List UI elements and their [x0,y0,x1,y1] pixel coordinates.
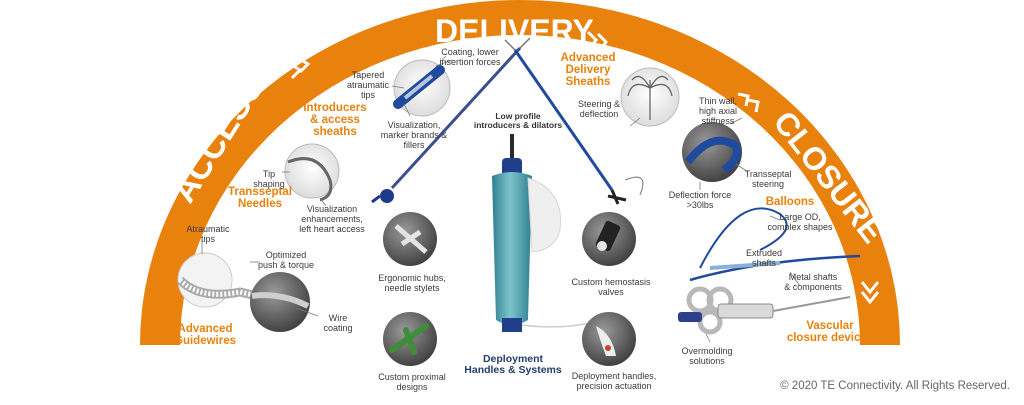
callout-thin-wall: Thin wall, high axial stiffness [698,96,738,126]
callout-transseptal-steering: Transseptal steering [744,169,792,189]
callout-ergonomic: Ergonomic hubs, needle stylets [378,273,446,293]
leader-lines [201,59,801,343]
callout-custom-proximal: Custom proximal designs [378,372,446,392]
heading-low-profile: Low profile introducers & dilators [473,111,563,130]
callout-visualization-enh: Visualization enhancements, left heart a… [299,204,365,234]
introducer-sheath-image [371,37,531,204]
heading-introducers: Introducers & access sheaths [303,102,367,138]
guidewire-image [176,252,310,332]
heading-transseptal: Transseptal Needles [228,186,292,210]
callout-tip-shaping: Tip shaping [253,169,285,189]
callout-steering: Steering & deflection [577,99,621,119]
copyright-notice: © 2020 TE Connectivity. All Rights Reser… [780,380,1010,392]
heading-guidewires: Advanced Guidewires [174,323,236,347]
callout-deployment-handles: Deployment handles, precision actuation [571,371,657,391]
callout-wire-coating: Wire coating [323,313,353,333]
heading-vascular: Vascular closure devices [786,320,874,344]
transseptal-needle-circle [284,143,340,202]
delivery-sheath-image [504,39,644,205]
introducer-tip-circle [393,55,451,117]
callout-tapered-tips: Tapered atraumatic tips [346,70,390,100]
arc-label-delivery: DELIVERY [435,13,594,49]
heading-delivery-sheaths: Advanced Delivery Sheaths [560,52,616,88]
callout-visualization-marker: Visualization, marker brands & fillers [380,120,448,150]
heading-deployment: Deployment Handles & Systems [464,353,562,376]
arc-chevrons [289,30,880,305]
vascular-closure-image [678,286,851,335]
callout-metal-shafts: Metal shafts & components [784,272,842,292]
steering-deflection-circle [620,67,680,127]
callout-atraumatic-tips: Atraumatic tips [186,224,230,244]
callout-overmolding: Overmolding solutions [681,346,733,366]
hemostasis-valve-circle [582,212,636,266]
custom-proximal-circle [383,312,437,366]
callout-deflection-force: Deflection force >30lbs [668,190,732,210]
callout-custom-hemostasis: Custom hemostasis valves [571,277,651,297]
deployment-handle-image [492,134,596,332]
heading-balloons: Balloons [765,196,815,208]
arc-band [140,0,900,345]
callout-large-od: Large OD, complex shapes [767,212,833,232]
callout-optimized-push: Optimized push & torque [257,250,315,270]
precision-actuation-circle [582,312,636,366]
callout-coating-lower: Coating, lower insertion forces [439,47,501,67]
callout-extruded: Extruded shafts [745,248,783,268]
thin-wall-circle [682,122,742,182]
ergonomic-hub-circle [383,212,437,266]
